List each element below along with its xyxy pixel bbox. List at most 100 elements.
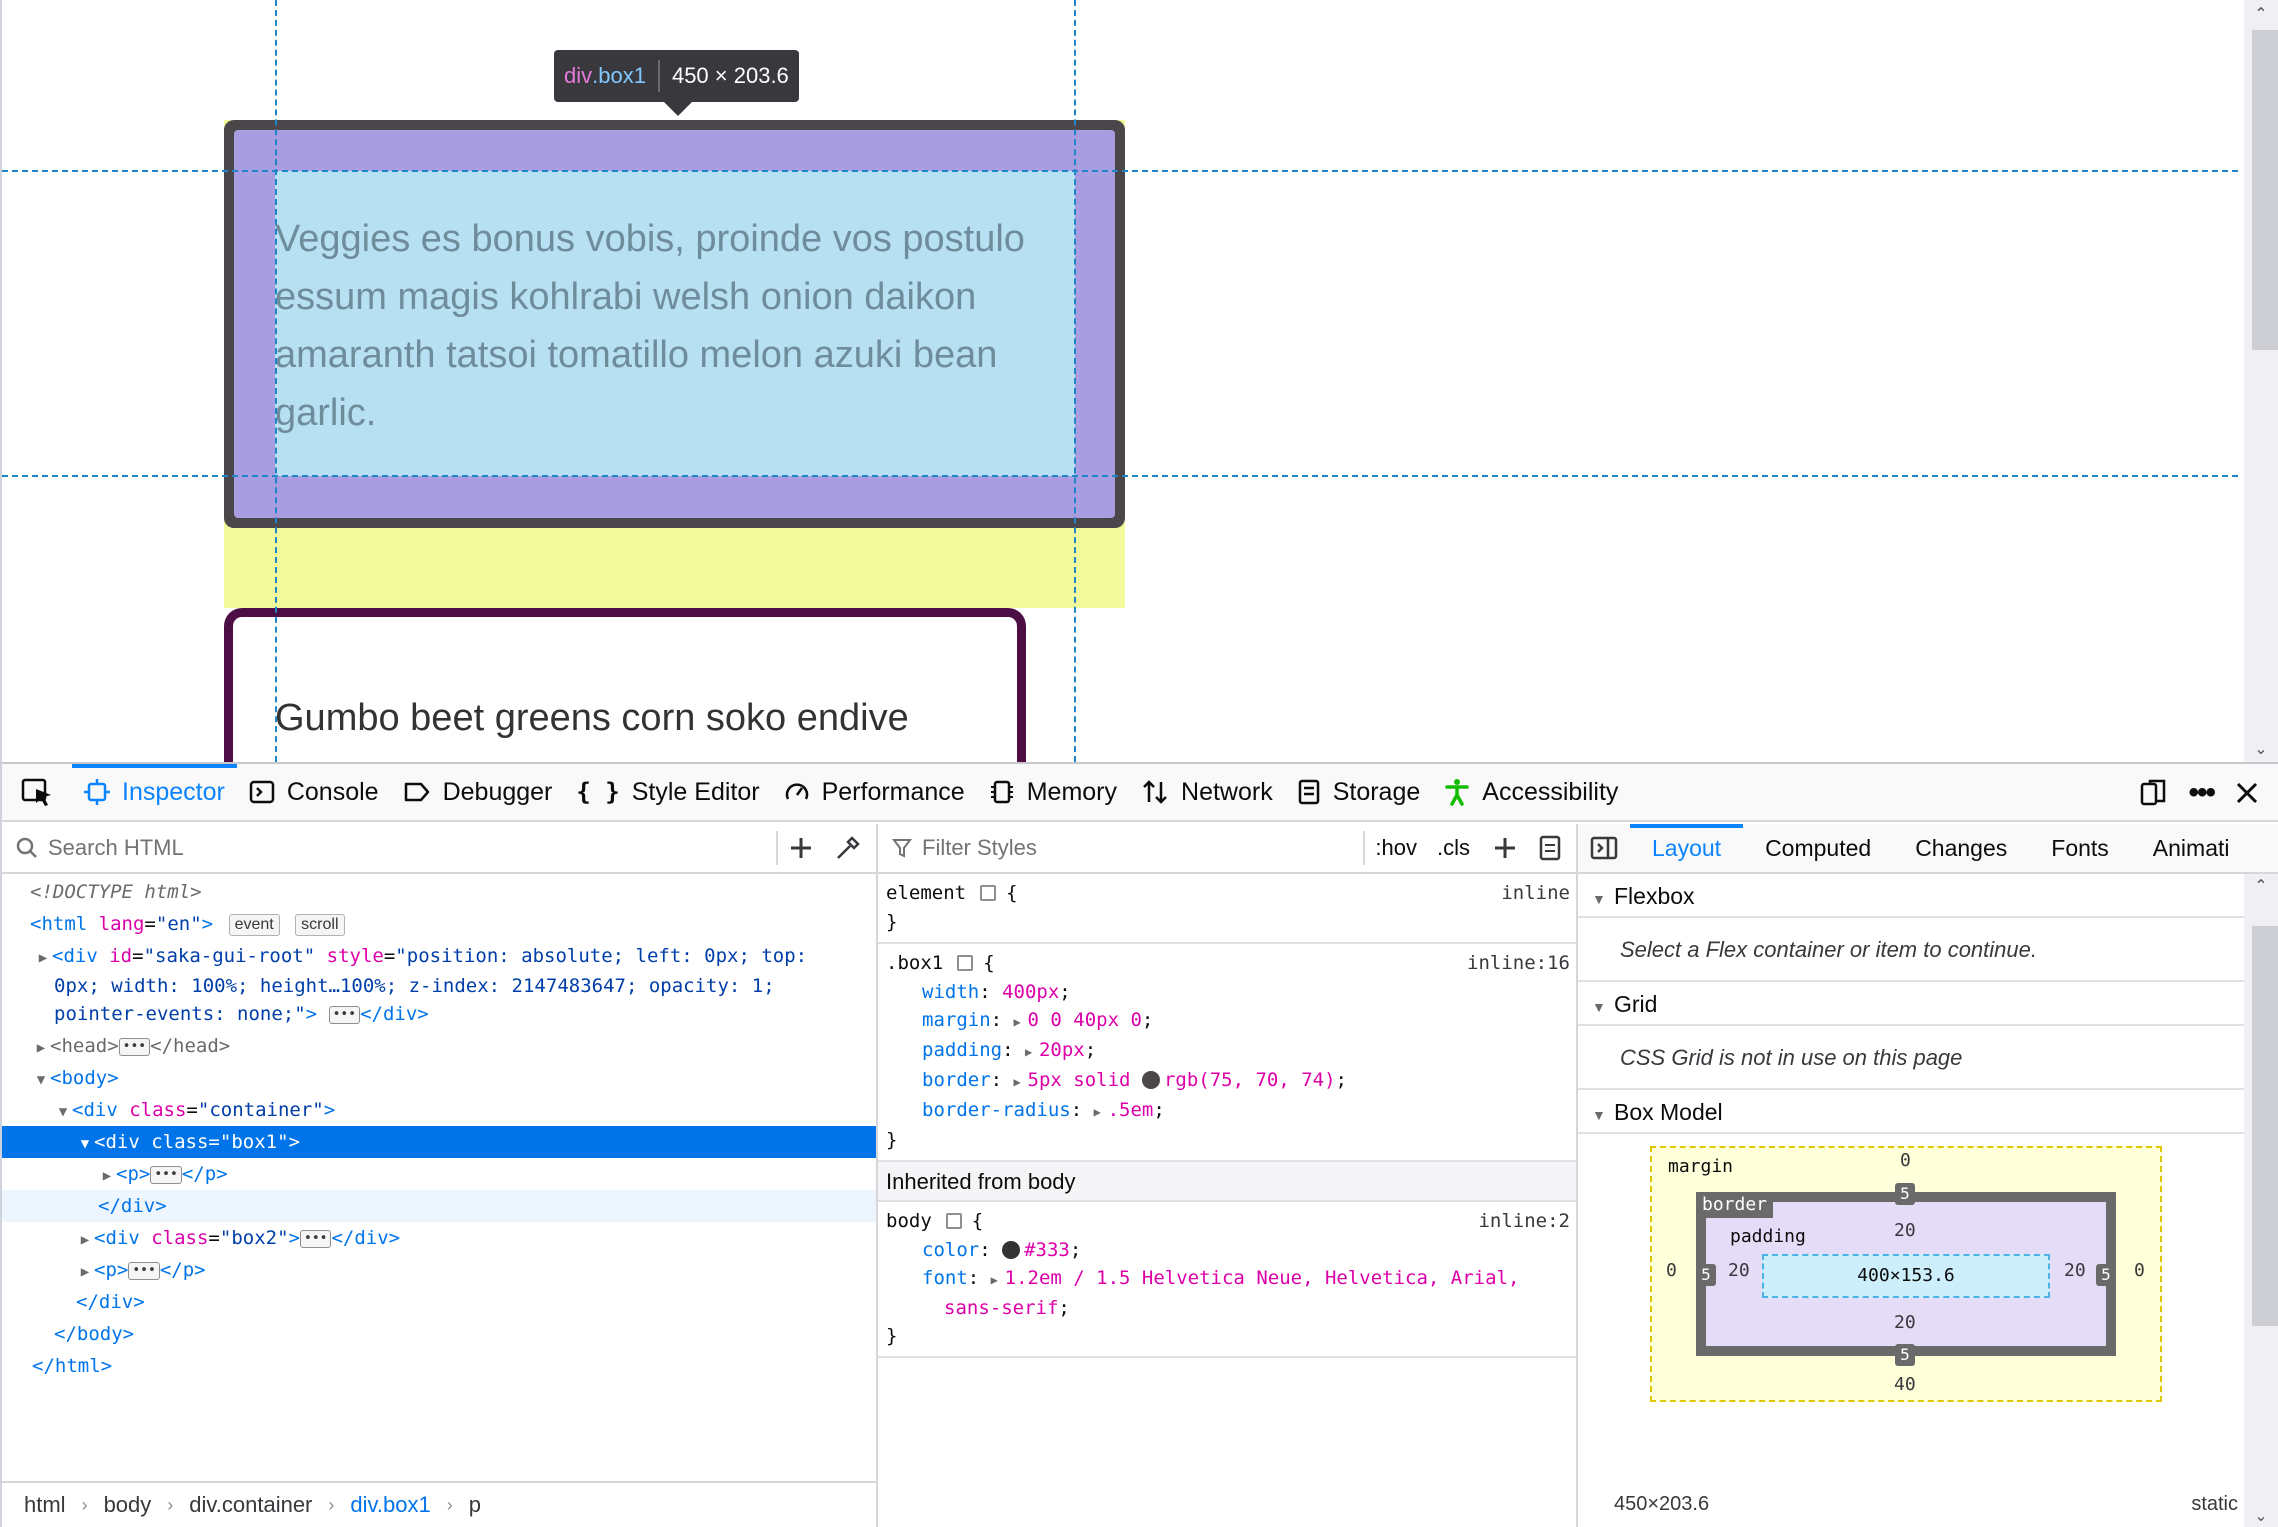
border-left-value[interactable]: 5 <box>1696 1264 1716 1286</box>
tab-fonts[interactable]: Fonts <box>2051 834 2109 861</box>
breadcrumb-p[interactable]: p <box>468 1492 481 1517</box>
page-scrollbar[interactable]: ⌃ ⌄ <box>2244 0 2278 762</box>
toggle-sidebar-button[interactable] <box>1578 824 1630 872</box>
margin-top-value[interactable]: 0 <box>1900 1150 1911 1171</box>
expand-toggle[interactable]: ▶ <box>990 1273 998 1287</box>
collapsed-ellipsis[interactable]: ••• <box>328 1005 361 1024</box>
expand-toggle[interactable]: ▶ <box>80 1264 90 1280</box>
border-right-value[interactable]: 5 <box>2096 1264 2116 1286</box>
tree-row-box2[interactable]: ▶<div class="box2">•••</div> <box>2 1222 876 1254</box>
declaration-width[interactable]: width: 400px; <box>922 981 1071 1003</box>
property-value[interactable]: 20px <box>1038 1039 1085 1061</box>
padding-left-value[interactable]: 20 <box>1728 1260 1750 1281</box>
expand-toggle[interactable]: ▶ <box>1024 1045 1033 1059</box>
sidebar-scrollbar[interactable]: ⌃ ⌄ <box>2244 874 2278 1527</box>
tab-animations[interactable]: Animati <box>2152 834 2230 861</box>
expand-toggle[interactable]: ▶ <box>38 950 48 966</box>
collapse-toggle[interactable]: ▼ <box>36 1072 46 1088</box>
scroll-thumb[interactable] <box>2252 30 2278 350</box>
scroll-badge[interactable]: scroll <box>295 913 345 936</box>
border-top-value[interactable]: 5 <box>1895 1183 1915 1205</box>
declaration-border-radius[interactable]: border-radius: ▶.5em; <box>886 1096 1568 1126</box>
margin-bottom-value[interactable]: 40 <box>1894 1374 1916 1395</box>
property-value[interactable]: 400px <box>1002 981 1060 1003</box>
collapsed-ellipsis[interactable]: ••• <box>128 1261 160 1280</box>
property-name[interactable]: border-radius <box>922 1099 1071 1121</box>
tab-computed[interactable]: Computed <box>1765 834 1872 861</box>
property-value[interactable]: .5em <box>1107 1099 1154 1121</box>
breadcrumb-box1[interactable]: div.box1 <box>350 1492 431 1517</box>
tree-row-p2[interactable]: ▶<p>•••</p> <box>2 1254 876 1286</box>
tree-row-html[interactable]: <html lang="en"> event scroll <box>2 908 876 940</box>
property-name[interactable]: border <box>922 1069 991 1091</box>
tree-row-box1-selected[interactable]: ▼<div class="box1"> <box>2 1126 876 1158</box>
tab-changes[interactable]: Changes <box>1915 834 2008 861</box>
scroll-up-arrow[interactable]: ⌃ <box>2254 4 2268 23</box>
tab-console[interactable]: Console <box>237 764 391 820</box>
margin-right-value[interactable]: 0 <box>2134 1260 2145 1281</box>
declaration-color[interactable]: color: #333; <box>922 1239 1082 1261</box>
collapse-toggle[interactable]: ▼ <box>1592 999 1606 1015</box>
tab-accessibility[interactable]: Accessibility <box>1432 764 1630 820</box>
tab-style-editor[interactable]: { } Style Editor <box>564 764 771 820</box>
scroll-down-arrow[interactable]: ⌄ <box>2254 1506 2268 1525</box>
more-options-icon[interactable]: ••• <box>2188 776 2215 809</box>
collapsed-ellipsis[interactable]: ••• <box>118 1037 151 1056</box>
property-name[interactable]: width <box>922 981 980 1003</box>
boxmodel-section-header[interactable]: ▼Box Model <box>1578 1090 2278 1134</box>
property-value[interactable]: #333 <box>1024 1239 1070 1261</box>
expand-toggle[interactable]: ▶ <box>1093 1105 1101 1119</box>
declaration-padding[interactable]: padding: ▶20px; <box>886 1036 1568 1066</box>
tree-row-body[interactable]: ▼<body> <box>2 1062 876 1094</box>
tree-row-p[interactable]: ▶<p>•••</p> <box>2 1158 876 1190</box>
rule-source[interactable]: inline <box>1501 882 1570 904</box>
color-swatch[interactable] <box>1002 1241 1021 1259</box>
tree-row-doctype[interactable]: <!DOCTYPE html> <box>2 876 876 908</box>
property-value[interactable]: 0 0 40px 0 <box>1027 1009 1142 1031</box>
tree-row-saka-root[interactable]: ▶<div id="saka-gui-root" style="position… <box>2 940 876 1030</box>
rule-source[interactable]: inline:2 <box>1478 1210 1570 1232</box>
property-value[interactable]: 5px solid <box>1027 1069 1131 1091</box>
tab-memory[interactable]: Memory <box>977 764 1129 820</box>
tab-debugger[interactable]: Debugger <box>391 764 565 820</box>
add-node-icon[interactable] <box>788 835 814 861</box>
print-media-icon[interactable] <box>1538 835 1562 861</box>
property-value[interactable]: 1.2em / 1.5 Helvetica Neue, Helvetica, A… <box>1004 1267 1520 1289</box>
hov-toggle[interactable]: :hov <box>1375 835 1417 860</box>
collapse-toggle[interactable]: ▼ <box>80 1136 90 1152</box>
event-badge[interactable]: event <box>228 913 280 936</box>
tree-row-container-close[interactable]: </div> <box>76 1291 145 1313</box>
margin-left-value[interactable]: 0 <box>1666 1260 1677 1281</box>
box-model-content[interactable]: 400×153.6 <box>1762 1254 2050 1298</box>
close-icon[interactable] <box>2234 780 2260 806</box>
expand-toggle[interactable]: ▶ <box>1013 1075 1021 1089</box>
property-value-cont[interactable]: sans-serif <box>944 1297 1059 1319</box>
tab-storage[interactable]: Storage <box>1285 764 1433 820</box>
scroll-down-arrow[interactable]: ⌄ <box>2254 739 2268 758</box>
expand-toggle[interactable]: ▶ <box>80 1232 90 1248</box>
padding-top-value[interactable]: 20 <box>1894 1220 1916 1241</box>
scroll-up-arrow[interactable]: ⌃ <box>2254 876 2268 895</box>
expand-toggle[interactable]: ▶ <box>1013 1015 1021 1029</box>
search-html-input[interactable]: Search HTML <box>48 835 184 860</box>
tree-row-container[interactable]: ▼<div class="container"> <box>2 1094 876 1126</box>
add-rule-icon[interactable] <box>1492 835 1518 861</box>
border-bottom-value[interactable]: 5 <box>1895 1344 1915 1366</box>
tree-row-box1-close[interactable]: </div> <box>2 1190 876 1222</box>
property-color-value[interactable]: rgb(75, 70, 74) <box>1163 1069 1336 1091</box>
collapse-toggle[interactable]: ▼ <box>1592 1107 1606 1123</box>
collapse-toggle[interactable]: ▼ <box>58 1104 68 1120</box>
collapse-toggle[interactable]: ▼ <box>1592 891 1606 907</box>
expand-toggle[interactable]: ▶ <box>102 1168 112 1184</box>
property-name[interactable]: padding <box>922 1039 1003 1061</box>
tab-performance[interactable]: Performance <box>772 764 977 820</box>
tab-network[interactable]: Network <box>1129 764 1285 820</box>
breadcrumb-container[interactable]: div.container <box>189 1492 313 1517</box>
collapsed-ellipsis[interactable]: ••• <box>150 1165 182 1184</box>
property-name[interactable]: margin <box>922 1009 991 1031</box>
breadcrumb-html[interactable]: html <box>24 1492 66 1517</box>
declaration-margin[interactable]: margin: ▶0 0 40px 0; <box>886 1006 1568 1036</box>
tree-row-html-close[interactable]: </html> <box>32 1355 113 1377</box>
tree-row-body-close[interactable]: </body> <box>54 1323 135 1345</box>
tree-row-head[interactable]: ▶<head>•••</head> <box>2 1030 876 1062</box>
